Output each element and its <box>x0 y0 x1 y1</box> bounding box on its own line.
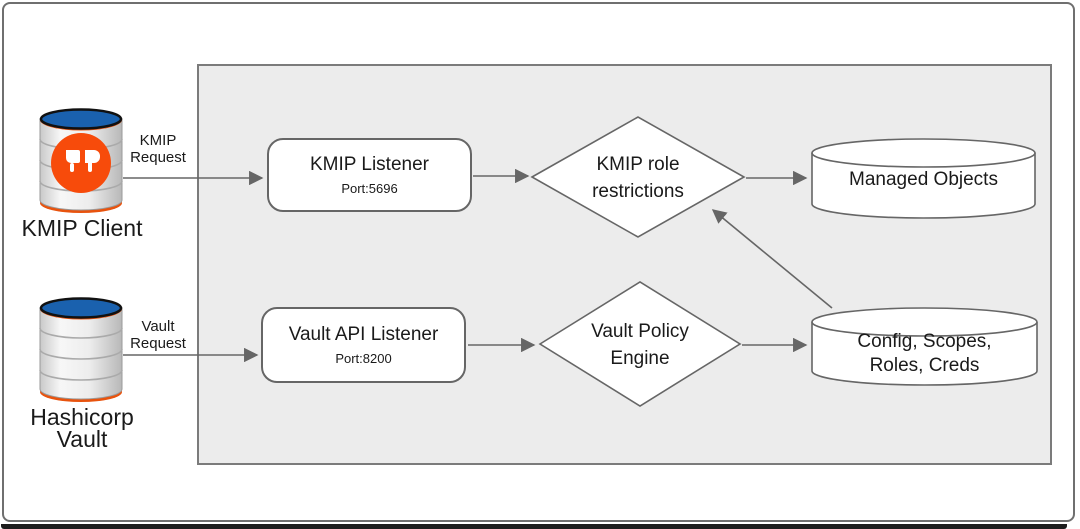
window-bottom-edge <box>1 524 1067 529</box>
connector-arrows <box>123 168 833 363</box>
vault-request-label: Vault Request <box>130 318 186 352</box>
kmip-request-label: KMIP Request <box>130 132 186 166</box>
vault-policy-engine-diamond <box>538 281 742 407</box>
managed-objects-cylinder <box>811 138 1036 219</box>
hashicorp-vault-caption: Hashicorp Vault <box>30 404 134 452</box>
vault-api-listener-node: Vault API Listener Port:8200 <box>261 307 466 383</box>
config-store-label: Config, Scopes, Roles, Creds <box>857 331 992 376</box>
kmip-listener-port: Port:5696 <box>341 181 398 196</box>
hashicorp-vault-db-icon <box>39 297 123 402</box>
managed-objects-label: Managed Objects <box>849 169 998 190</box>
config-store-cylinder <box>811 307 1038 386</box>
kmip-listener-title: KMIP Listener <box>310 154 429 175</box>
kmip-role-restrictions-label: KMIP role restrictions <box>592 154 684 202</box>
edb-logo <box>51 133 111 193</box>
vault-api-listener-port: Port:8200 <box>335 351 392 366</box>
kmip-role-restrictions-diamond <box>530 116 746 238</box>
kmip-client-db-icon <box>39 108 123 213</box>
vault-policy-engine-label: Vault Policy Engine <box>591 321 689 369</box>
kmip-listener-node: KMIP Listener Port:5696 <box>267 138 472 212</box>
vault-api-listener-title: Vault API Listener <box>288 324 439 345</box>
kmip-client-caption: KMIP Client <box>21 215 143 241</box>
arrow-config-to-restrictions <box>711 209 833 309</box>
